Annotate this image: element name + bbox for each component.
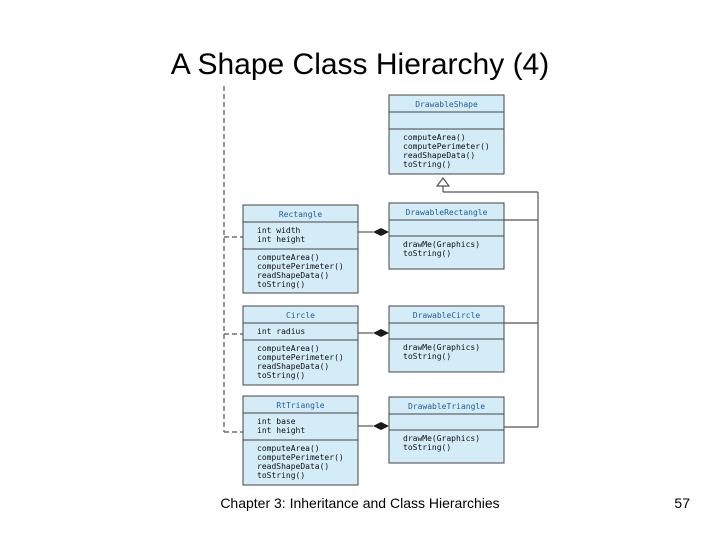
class-box-drawable-rectangle: DrawableRectangle drawMe(Graphics)toStrin… — [388, 202, 505, 270]
class-box-frame — [388, 94, 505, 175]
class-method: readShapeData() — [403, 151, 475, 160]
class-method: toString() — [403, 443, 451, 452]
class-method: readShapeData() — [257, 462, 329, 471]
class-boxes: DrawableShapecomputeArea()computePerimet… — [242, 94, 505, 486]
class-method: toString() — [403, 249, 451, 258]
class-method: computeArea() — [257, 344, 320, 353]
class-method: computeArea() — [257, 444, 320, 453]
page-number: 57 — [674, 495, 690, 511]
class-name: DrawableShape — [415, 100, 478, 109]
class-name: DrawableTriangle — [408, 402, 485, 411]
class-method: computeArea() — [257, 253, 320, 262]
class-name: RtTriangle — [276, 401, 324, 410]
class-method: drawMe(Graphics) — [403, 240, 480, 249]
class-method: toString() — [257, 280, 305, 289]
class-box-circle: Circle int radius computeArea()computePeri… — [242, 305, 359, 386]
class-method: toString() — [403, 352, 451, 361]
class-field: int width — [257, 226, 301, 235]
class-field: int height — [257, 235, 305, 244]
class-name: DrawableCircle — [413, 311, 481, 320]
diagram-connectors — [223, 86, 539, 433]
class-method: computePerimeter() — [257, 353, 344, 362]
class-field: int radius — [257, 327, 305, 336]
composition-triangle-diamond — [373, 422, 389, 430]
footer-chapter: Chapter 3: Inheritance and Class Hierarc… — [220, 495, 500, 511]
class-method: readShapeData() — [257, 362, 329, 371]
class-method: computePerimeter() — [257, 453, 344, 462]
composition-rectangle-diamond — [373, 228, 389, 236]
class-method: computeArea() — [403, 133, 466, 142]
class-box-drawable-triangle: DrawableTriangle drawMe(Graphics)toString… — [388, 396, 505, 464]
slide-title: A Shape Class Hierarchy (4) — [170, 48, 550, 81]
class-name: Circle — [286, 311, 315, 320]
class-method: drawMe(Graphics) — [403, 343, 480, 352]
class-method: computePerimeter() — [403, 142, 490, 151]
composition-circle-diamond — [373, 329, 389, 337]
class-box-drawable-shape: DrawableShape computeArea()computePerimet… — [388, 94, 505, 175]
class-field: int base — [257, 417, 296, 426]
class-name: Rectangle — [279, 210, 323, 219]
inheritance-arrowhead — [435, 177, 451, 187]
class-method: toString() — [257, 371, 305, 380]
class-box-drawable-circle: DrawableCircle drawMe(Graphics)toString() — [388, 305, 505, 373]
class-method: toString() — [403, 160, 451, 169]
class-name: DrawableRectangle — [406, 208, 488, 217]
class-method: computePerimeter() — [257, 262, 344, 271]
class-method: readShapeData() — [257, 271, 329, 280]
class-method: drawMe(Graphics) — [403, 434, 480, 443]
class-method: toString() — [257, 471, 305, 480]
class-box-frame — [242, 305, 359, 386]
class-field: int height — [257, 426, 305, 435]
